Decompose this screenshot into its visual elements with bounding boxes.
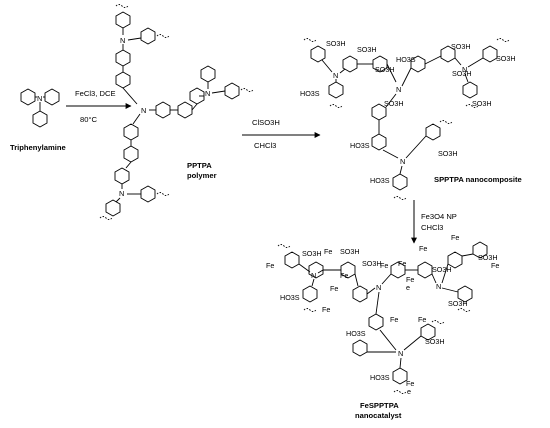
fe-nitrogen-c: N — [436, 282, 441, 291]
fe-iron-8: Fe — [451, 233, 459, 242]
pptpa-label-line2: polymer — [187, 171, 217, 180]
triphenylamine-label: Triphenylamine — [10, 143, 66, 152]
fe-iron-1: Fe — [266, 261, 274, 270]
fespptpa-label-line2: nanocatalyst — [355, 411, 402, 420]
spptpa-ho3s-3: HO3S — [350, 141, 370, 150]
fe-so3h-6: SO3H — [448, 299, 468, 308]
fe-iron-11: Fe — [406, 275, 414, 284]
step1-temperature: 80°C — [80, 115, 97, 124]
step3-solvent: CHCl3 — [421, 223, 443, 232]
pptpa-nitrogen-bottom: N — [119, 189, 124, 198]
fe-iron-4: Fe — [340, 271, 348, 280]
fe-so3h-2: SO3H — [340, 247, 360, 256]
spptpa-so3h-2: SO3H — [357, 45, 377, 54]
spptpa-label: SPPTPA nanocomposite — [434, 175, 522, 184]
step3-reagent: Fe3O4 NP — [421, 212, 457, 221]
spptpa-ho3s-4: HO3S — [370, 176, 390, 185]
spptpa-so3h-3: SO3H — [375, 65, 395, 74]
fe-so3h-4: SO3H — [432, 265, 452, 274]
spptpa-nitrogen-d: N — [400, 157, 405, 166]
spptpa-ho3s-2: HO3S — [300, 89, 320, 98]
fe-so3h-7: SO3H — [425, 337, 445, 346]
fe-nitrogen-d: N — [398, 349, 403, 358]
spptpa-so3h-5: SO3H — [452, 69, 472, 78]
fe-iron-9: Fe — [491, 261, 499, 270]
fe-iron-6: Fe — [398, 259, 406, 268]
spptpa-nitrogen-c: N — [462, 65, 467, 74]
fe-so3h-5: SO3H — [478, 253, 498, 262]
fe-nitrogen-a: N — [311, 271, 316, 280]
pptpa-label-line1: PPTPA — [187, 161, 212, 170]
spptpa-so3h-7: SO3H — [472, 99, 492, 108]
spptpa-so3h-1: SO3H — [326, 39, 346, 48]
monomer-nitrogen: N — [37, 94, 42, 103]
spptpa-so3h-4: SO3H — [451, 42, 471, 51]
fe-iron-10: Fe — [322, 305, 330, 314]
fe-so3h-1: SO3H — [302, 249, 322, 258]
pptpa-nitrogen-top: N — [120, 36, 125, 45]
fe-iron-2: Fe — [324, 247, 332, 256]
triphenylamine-structure: N — [20, 88, 60, 128]
spptpa-nitrogen-b: N — [396, 85, 401, 94]
pptpa-polymer-structure: N N N N — [99, 4, 254, 220]
fe-iron-7: Fe — [419, 244, 427, 253]
step1-reagent: FeCl3, DCE — [75, 89, 116, 98]
spptpa-ho3s-1: HO3S — [396, 55, 416, 64]
fe-iron-split-e-2: e — [407, 387, 411, 396]
fe-iron-5: Fe — [380, 261, 388, 270]
fe-iron-13: Fe — [418, 315, 426, 324]
fe-iron-3: Fe — [330, 284, 338, 293]
fe-so3h-3: SO3H — [362, 259, 382, 268]
spptpa-so3h-9: SO3H — [438, 149, 458, 158]
fespptpa-label-line1: FeSPPTPA — [360, 401, 399, 410]
pptpa-nitrogen-right: N — [205, 89, 210, 98]
step2-solvent: CHCl3 — [254, 141, 276, 150]
fe-ho3s-3: HO3S — [370, 373, 390, 382]
step2-reagent: ClSO3H — [252, 118, 280, 127]
pptpa-nitrogen-center: N — [141, 106, 146, 115]
fe-nitrogen-b: N — [376, 283, 381, 292]
spptpa-so3h-8: SO3H — [384, 99, 404, 108]
fespptpa-structure: N N N N — [277, 241, 488, 394]
fe-iron-split-e-1: e — [406, 283, 410, 292]
fe-ho3s-2: HO3S — [346, 329, 366, 338]
fe-iron-12: Fe — [390, 315, 398, 324]
fe-iron-14: Fe — [406, 379, 414, 388]
spptpa-so3h-6: SO3H — [496, 54, 516, 63]
fe-ho3s-1: HO3S — [280, 293, 300, 302]
spptpa-nitrogen-a: N — [333, 71, 338, 80]
spptpa-structure: N N N N — [303, 38, 510, 200]
